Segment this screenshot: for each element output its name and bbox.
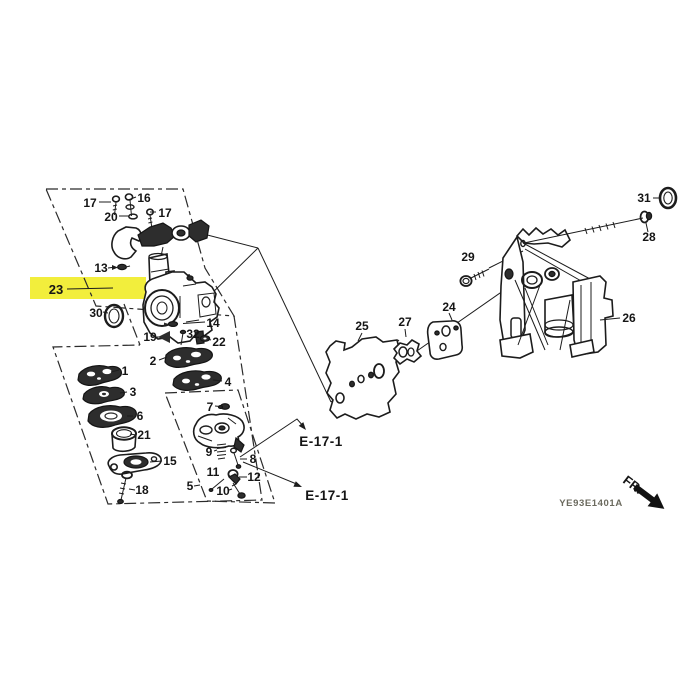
plate-15-drawing <box>107 452 162 475</box>
part-label-18[interactable]: 18 <box>135 483 149 497</box>
part-label-21[interactable]: 21 <box>137 428 151 442</box>
part-label-31[interactable]: 31 <box>637 191 651 205</box>
part-label-27[interactable]: 27 <box>398 315 412 329</box>
screw-16-drawing <box>124 193 135 217</box>
bolt-29-drawing <box>459 268 490 287</box>
pump-body-6-drawing <box>87 405 137 428</box>
part-label-3[interactable]: 3 <box>130 385 137 399</box>
part-label-14[interactable]: 14 <box>206 316 220 330</box>
reference-leader-lines <box>239 418 306 487</box>
throttle-link-drawing <box>137 222 176 247</box>
label-leader-lines <box>66 196 659 491</box>
washer-20-drawing <box>128 213 138 220</box>
part-label-24[interactable]: 24 <box>442 300 456 314</box>
oring-30-drawing <box>103 303 125 329</box>
float-set-drawings <box>192 403 246 499</box>
group-box-carburetor <box>45 188 236 317</box>
gasket-25-drawing <box>325 336 401 420</box>
jet-hardware-drawings <box>158 321 211 346</box>
carburetor-body-drawing <box>142 270 220 345</box>
screw-10-drawing <box>231 482 246 499</box>
group-box-connector <box>123 303 141 346</box>
gasket-4-drawing <box>172 370 222 391</box>
part-label-13[interactable]: 13 <box>94 261 108 275</box>
gasket-2-drawing <box>164 347 213 368</box>
gasket-1-drawing <box>77 365 122 386</box>
group-box-gasket-kit <box>52 315 263 505</box>
part-label-28[interactable]: 28 <box>642 230 656 244</box>
float-pin-11-drawing <box>208 478 225 493</box>
part-label-4[interactable]: 4 <box>225 375 232 389</box>
part-label-2[interactable]: 2 <box>150 354 157 368</box>
reference-link-e17-1-a[interactable]: E-17-1 <box>299 434 343 449</box>
screw-14-drawing <box>164 321 179 328</box>
part-label-32[interactable]: 32 <box>186 327 200 341</box>
part-label-7[interactable]: 7 <box>207 400 214 414</box>
part-label-26[interactable]: 26 <box>622 311 636 325</box>
part-label-29[interactable]: 29 <box>461 250 475 264</box>
mounting-bracket-26-drawing <box>499 226 614 359</box>
screw-17a-drawing <box>111 195 121 216</box>
screw-32-drawing <box>179 329 187 346</box>
cup-21-drawing <box>111 426 137 453</box>
part-label-17b[interactable]: 17 <box>158 206 172 220</box>
washer-22-drawing <box>199 335 211 342</box>
cam-bracket-drawing <box>111 226 142 260</box>
part-label-10[interactable]: 10 <box>216 484 230 498</box>
group-box-float-set <box>164 389 276 504</box>
part-label-25[interactable]: 25 <box>355 319 369 333</box>
part-label-30[interactable]: 30 <box>89 306 103 320</box>
part-label-16[interactable]: 16 <box>137 191 151 205</box>
part-label-22[interactable]: 22 <box>212 335 226 349</box>
spacer-27-drawing <box>392 339 423 366</box>
group-outline-boxes <box>45 188 276 505</box>
part-label-6[interactable]: 6 <box>137 409 144 423</box>
screw-13-drawing <box>116 263 131 271</box>
part-label-9[interactable]: 9 <box>206 445 213 459</box>
part-label-12[interactable]: 12 <box>247 470 261 484</box>
oring-31-drawing <box>658 186 678 210</box>
part-label-5[interactable]: 5 <box>187 479 194 493</box>
link-collar-center <box>176 229 186 237</box>
link-arm-drawing <box>188 219 210 243</box>
needle-valve-8-drawing <box>229 447 242 469</box>
part-label-19[interactable]: 19 <box>143 330 157 344</box>
part-label-1[interactable]: 1 <box>122 364 129 378</box>
spring-9-drawing <box>216 443 227 460</box>
cap-7-drawing <box>217 403 231 410</box>
bolt-28-drawing <box>520 210 653 248</box>
float-12-drawing <box>227 469 241 485</box>
front-direction-indicator: FR. <box>620 472 665 509</box>
needle-19-drawing <box>158 331 170 343</box>
reference-link-e17-1-b[interactable]: E-17-1 <box>305 488 349 503</box>
part-label-11[interactable]: 11 <box>207 465 220 479</box>
part-label-20[interactable]: 20 <box>104 210 118 224</box>
part-label-15[interactable]: 15 <box>163 454 177 468</box>
screw-18-drawing <box>117 470 133 505</box>
front-direction-arrow-icon <box>633 484 665 509</box>
part-label-8[interactable]: 8 <box>250 452 257 466</box>
diaphragm-3-drawing <box>82 386 125 405</box>
part-label-17a[interactable]: 17 <box>83 196 97 210</box>
drawing-code-label: YE93E1401A <box>559 498 623 509</box>
part-number-labels: 17 16 20 17 13 23 30 14 19 32 22 2 1 3 4… <box>49 191 656 498</box>
plate-24-drawing <box>426 320 464 360</box>
float-chamber-body-drawing <box>192 413 245 453</box>
part-label-23-selected[interactable]: 23 <box>49 282 63 297</box>
